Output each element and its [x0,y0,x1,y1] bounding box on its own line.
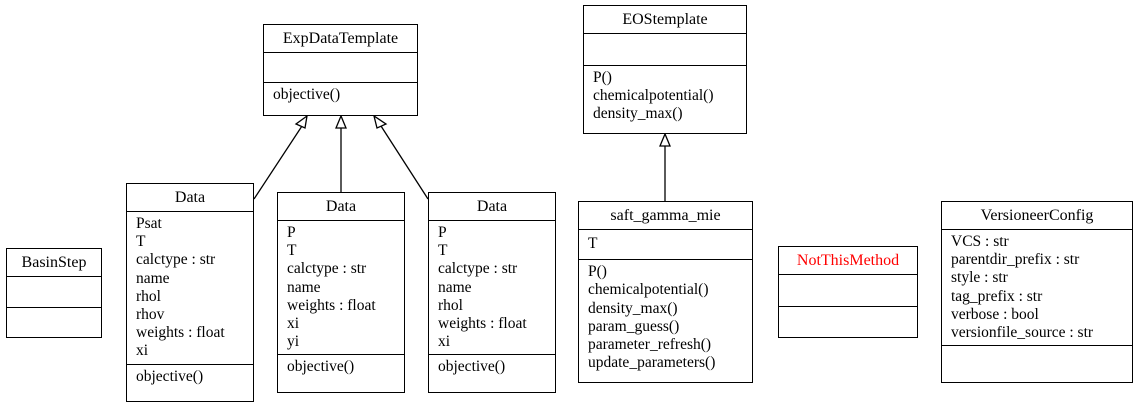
edge-data1-to-expdatatemplate [253,125,303,200]
class-methods: P() chemicalpotential() density_max() [584,65,746,133]
class-data-2: Data P T calctype : str name weights : f… [277,192,405,393]
attribute: calctype : str [136,251,216,269]
class-title: saft_gamma_mie [610,207,721,224]
method: chemicalpotential() [593,87,714,105]
attribute: Psat [136,215,162,232]
class-methods: objective() [127,363,253,401]
attribute: parentdir_prefix : str [951,251,1080,269]
attribute: tag_prefix : str [951,287,1043,305]
class-methods [7,307,101,337]
class-attributes [264,52,417,82]
attribute: rhol [136,287,161,305]
class-methods: objective() [264,82,417,115]
method: density_max() [588,299,678,317]
class-methods [942,345,1132,382]
class-methods: P() chemicalpotential() density_max() pa… [579,259,752,382]
edge-data3-to-expdatatemplate [380,125,429,200]
class-attributes: P T calctype : str name rhol weights : f… [429,220,555,354]
method: chemicalpotential() [588,281,709,299]
attribute: calctype : str [438,260,518,278]
class-data-3: Data P T calctype : str name rhol weight… [428,192,556,393]
method: objective() [287,358,355,376]
attribute: name [136,269,170,287]
class-expdatatemplate: ExpDataTemplate objective() [263,24,418,116]
arrowhead-data2 [335,114,347,129]
arrowhead-saft [659,132,671,147]
attribute: rhol [438,296,463,314]
attribute: name [438,278,472,296]
attribute: style : str [951,269,1008,287]
attribute: T [287,242,297,260]
attribute: P [287,224,296,241]
method: P() [593,69,612,86]
class-title: Data [476,198,508,215]
class-eostemplate: EOStemplate P() chemicalpotential() dens… [583,5,747,134]
attribute: xi [136,342,149,360]
attribute: yi [287,333,300,351]
attribute: xi [287,315,300,333]
attribute: T [438,242,448,260]
class-methods: objective() [278,354,404,392]
class-attributes: T [579,229,752,259]
class-attributes: P T calctype : str name weights : float … [278,220,404,354]
attribute: calctype : str [287,260,367,278]
class-saft-gamma-mie: saft_gamma_mie T P() chemicalpotential()… [578,201,753,383]
attribute: T [588,235,598,252]
class-attributes [7,276,101,307]
method: param_guess() [588,317,680,335]
class-title: BasinStep [21,254,87,271]
attribute: versionfile_source : str [951,324,1094,342]
method: parameter_refresh() [588,336,712,354]
method: density_max() [593,105,683,123]
class-methods: objective() [429,354,555,392]
attribute: VCS : str [951,233,1009,250]
class-title: NotThisMethod [796,252,900,269]
class-versioneerconfig: VersioneerConfig VCS : str parentdir_pre… [941,201,1133,383]
attribute: rhov [136,306,165,324]
class-notthismethod: NotThisMethod [778,246,918,338]
attribute: weights : float [136,324,225,342]
method: objective() [136,367,204,385]
class-methods [779,306,917,337]
method: P() [588,263,607,281]
class-basinstep: BasinStep [6,248,102,338]
class-attributes: VCS : str parentdir_prefix : str style :… [942,229,1132,345]
method: objective() [273,86,341,103]
attribute: weights : float [287,296,376,314]
class-title: Data [325,198,357,215]
class-title: VersioneerConfig [980,207,1094,224]
arrowhead-data3 [372,114,388,129]
attribute: verbose : bool [951,305,1039,323]
arrowhead-data1 [294,114,308,129]
attribute: T [136,233,146,251]
attribute: weights : float [438,315,527,333]
class-attributes: Psat T calctype : str name rhol rhov wei… [127,211,253,364]
class-title: Data [174,189,206,206]
class-title: EOStemplate [622,11,708,28]
class-data-1: Data Psat T calctype : str name rhol rho… [126,183,254,402]
attribute: xi [438,333,451,351]
attribute: name [287,278,321,296]
class-attributes [584,33,746,65]
attribute: P [438,224,447,241]
class-attributes [779,274,917,306]
method: update_parameters() [588,354,716,372]
method: objective() [438,358,506,376]
class-title: ExpDataTemplate [282,30,399,47]
